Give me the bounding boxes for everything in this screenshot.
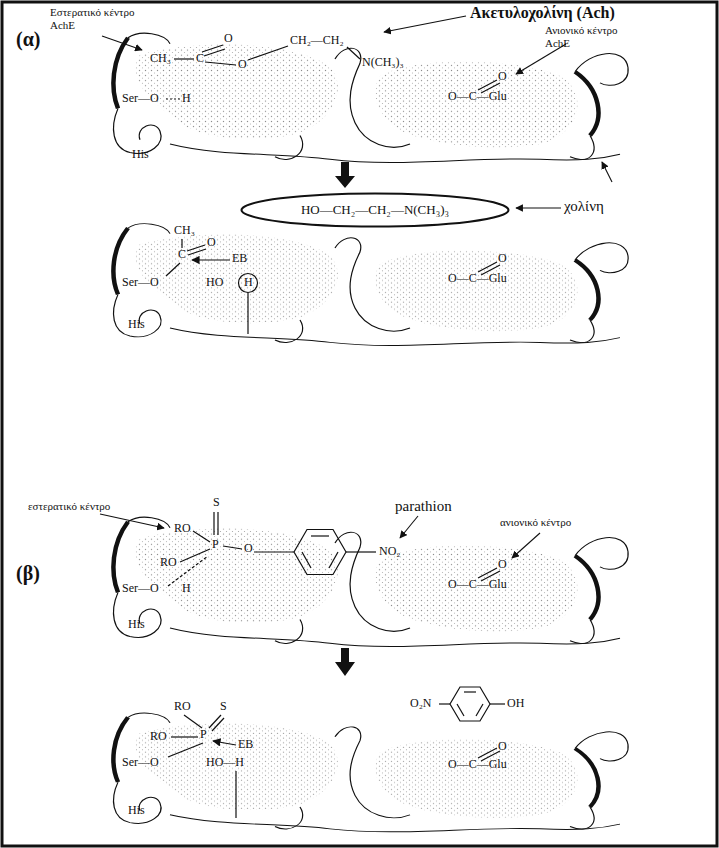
choline-formula: HO—CH₂—CH₂—N(CH₃)₃ [301,202,449,218]
enzyme-b2 [113,713,628,832]
chem-label: Ser—O [122,582,159,596]
chem-label: His [128,804,145,818]
chem-label: RO [174,700,191,714]
chem-label: S [220,700,227,714]
chem-label: Ser—O [122,756,159,770]
chem-label: His [128,618,145,632]
bonds [166,45,505,818]
chem-label: RO [174,522,191,536]
chem-label: O [207,236,216,250]
chem-label: O—C—Glu [448,578,507,592]
chem-label: N(CH₃)₃ [362,56,404,70]
chem-label: His [132,148,149,162]
chem-label: RO [150,730,167,744]
chem-label: O [498,740,507,754]
choline-ellipse: HO—CH₂—CH₂—N(CH₃)₃ [240,192,510,228]
chem-label: ανιονικό κέντρο [500,516,571,529]
chem-label: Ser—O [122,92,159,106]
panel-label: parathion [395,498,452,515]
chem-label: CH₃ [174,224,195,238]
chem-label: O—C—Glu [448,90,507,104]
chem-label: OH [507,697,524,711]
leader-arrows [100,16,612,558]
chem-label: HO [206,276,223,290]
chem-label: O [224,32,233,46]
chem-label: H [244,276,253,290]
panel-label: (α) [16,28,40,51]
enzyme-a2 [113,224,628,346]
chem-label: O [498,558,507,572]
chem-label: O [498,70,507,84]
chem-label: H [182,92,191,106]
chem-label: C [178,248,186,262]
enzyme-b1 [113,517,628,646]
chem-label: Ser—O [122,276,159,290]
chem-label: O—C—Glu [448,272,507,286]
chem-label: CH₃ [150,52,171,66]
chem-label: NO₂ [379,545,401,559]
enzyme-a1 [113,33,628,162]
chem-label: εστερατικό κέντρο [28,500,110,513]
chem-label: O—C—Glu [448,758,507,772]
panel-label: χολίνη [564,198,604,215]
reaction-arrows [335,162,355,676]
chem-label: CH₂—CH₂ [290,34,344,48]
chem-label: P [212,538,219,552]
chem-label: O [238,58,247,72]
chem-label: His [128,318,145,332]
chem-label: EB [232,252,247,266]
chem-label: Ανιονικό κέντρο AchE [545,24,645,49]
chem-label: H [182,582,191,596]
chem-label: C [196,52,204,66]
chem-label: Εστερατικό κέντρο AchE [50,6,150,31]
chem-label: EB [238,738,253,752]
chem-label: O [498,252,507,266]
chem-label: O₂N [410,697,432,711]
chem-label: P [200,728,207,742]
panel-label: (β) [16,562,40,585]
panel-label: Ακετυλοχολίνη (Ach) [470,4,615,22]
chem-label: S [213,496,220,510]
chem-label: RO [160,556,177,570]
chem-label: O [244,542,253,556]
chem-label: HO—H [206,756,244,770]
